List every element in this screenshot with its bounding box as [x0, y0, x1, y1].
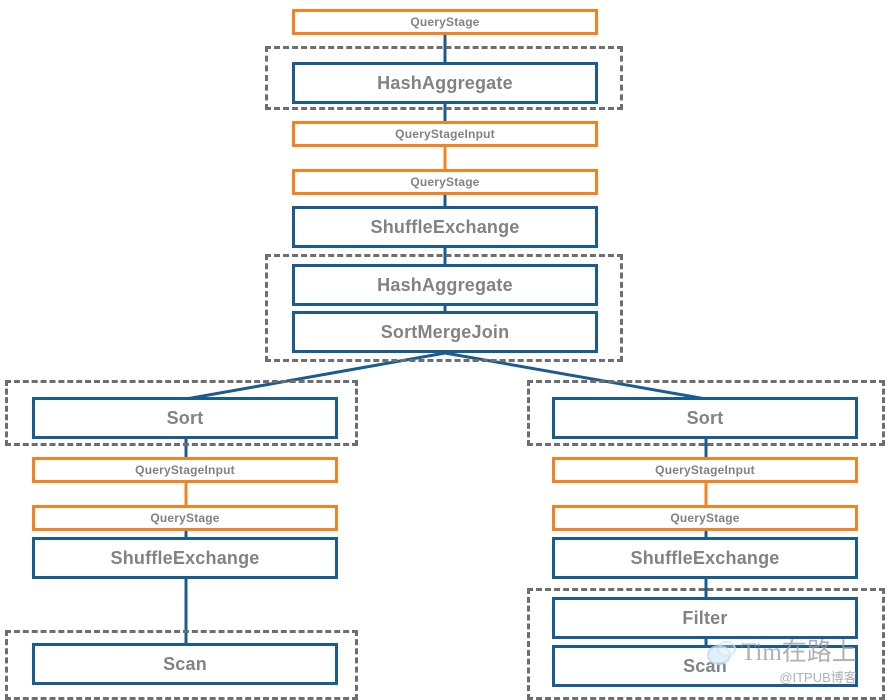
plan-node-filter[interactable]: Filter — [552, 597, 858, 639]
plan-node-sort[interactable]: Sort — [32, 397, 338, 439]
plan-node-querystage[interactable]: QueryStage — [552, 505, 858, 531]
plan-node-shuffleexchange[interactable]: ShuffleExchange — [32, 537, 338, 579]
plan-node-querystage[interactable]: QueryStage — [292, 169, 598, 195]
plan-node-querystage[interactable]: QueryStage — [32, 505, 338, 531]
plan-node-querystage[interactable]: QueryStage — [292, 9, 598, 35]
plan-node-shuffleexchange[interactable]: ShuffleExchange — [552, 537, 858, 579]
plan-node-sortmergejoin[interactable]: SortMergeJoin — [292, 311, 598, 353]
plan-node-hashaggregate[interactable]: HashAggregate — [292, 264, 598, 306]
plan-node-scan[interactable]: Scan — [552, 645, 858, 687]
plan-node-querystageinput[interactable]: QueryStageInput — [32, 457, 338, 483]
query-stage-boundary — [5, 380, 358, 446]
plan-node-shuffleexchange[interactable]: ShuffleExchange — [292, 206, 598, 248]
query-stage-boundary — [5, 630, 358, 700]
plan-node-querystageinput[interactable]: QueryStageInput — [292, 121, 598, 147]
plan-node-querystageinput[interactable]: QueryStageInput — [552, 457, 858, 483]
plan-node-scan[interactable]: Scan — [32, 643, 338, 685]
plan-node-hashaggregate[interactable]: HashAggregate — [292, 62, 598, 104]
plan-node-sort[interactable]: Sort — [552, 397, 858, 439]
